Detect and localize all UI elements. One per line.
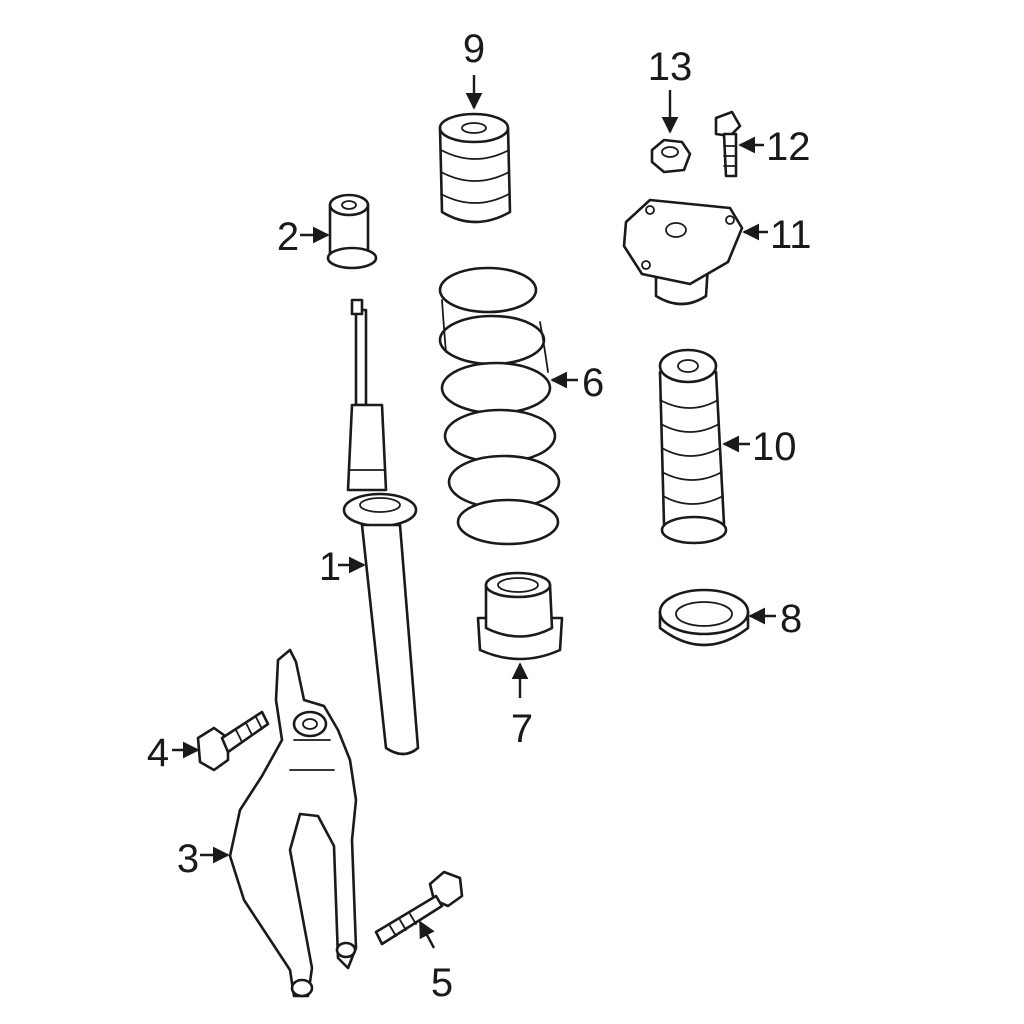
callout-5: 5 <box>431 961 453 1005</box>
part-4-bolt <box>196 710 270 772</box>
part-9-jounce-bumper <box>438 112 512 224</box>
callout-8: 8 <box>780 597 802 641</box>
part-3-fork <box>228 648 358 998</box>
callout-9: 9 <box>463 27 485 71</box>
part-6-coil-spring <box>438 266 561 546</box>
callout-1: 1 <box>319 545 341 589</box>
leader-lines <box>172 75 776 949</box>
callout-2: 2 <box>277 215 299 259</box>
callout-13: 13 <box>648 45 693 89</box>
callout-6: 6 <box>582 361 604 405</box>
part-12-bolt <box>714 110 742 178</box>
callout-4: 4 <box>147 731 169 775</box>
part-10-dust-boot <box>658 348 728 545</box>
callout-7: 7 <box>511 707 533 751</box>
callout-3: 3 <box>177 837 199 881</box>
part-5-bolt <box>374 870 464 946</box>
part-8-isolator <box>658 588 750 647</box>
callout-12: 12 <box>766 125 811 169</box>
callout-10: 10 <box>752 425 797 469</box>
part-7-spring-seat <box>476 571 564 661</box>
part-2-bushing <box>326 193 378 270</box>
part-11-upper-mount <box>622 198 744 306</box>
part-1-strut <box>342 298 420 756</box>
callout-11: 11 <box>770 213 812 257</box>
callout-labels: 9 13 12 2 11 6 10 1 8 7 4 3 5 <box>147 27 812 1005</box>
part-13-nut <box>650 138 692 174</box>
